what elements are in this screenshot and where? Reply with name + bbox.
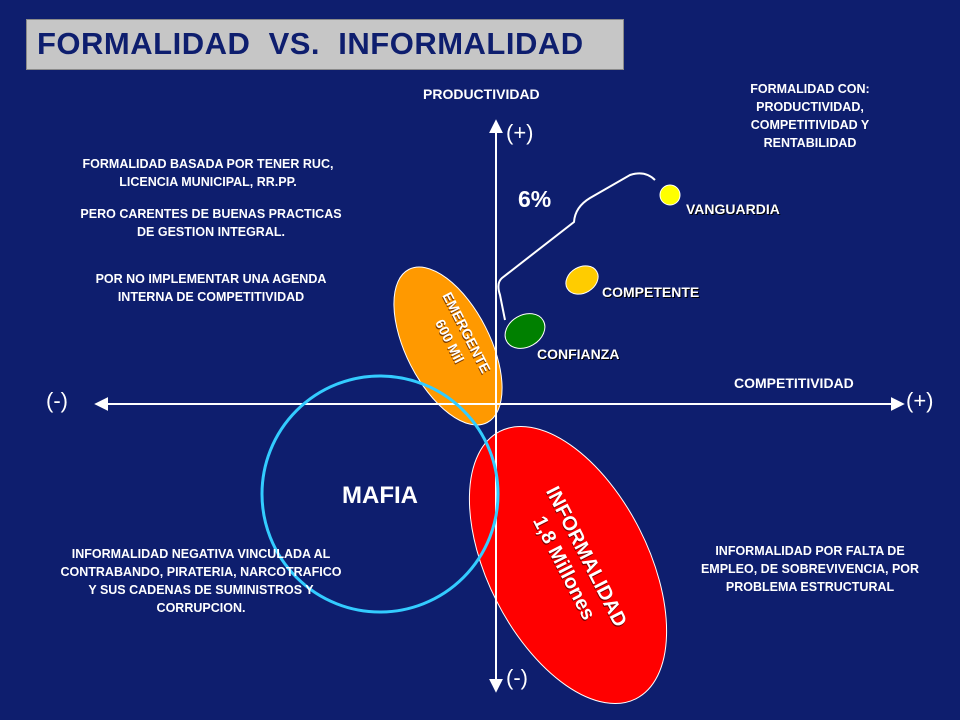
y-minus-sign: (-) [506,665,528,690]
y-axis-label: PRODUCTIVIDAD [423,86,540,102]
competente-dot [565,265,599,295]
note-top-right: FORMALIDAD CON: PRODUCTIVIDAD, COMPETITI… [750,82,870,150]
emergente-ellipse [393,266,503,426]
note-top-left-1: FORMALIDAD BASADA POR TENER RUC, LICENCI… [82,157,334,189]
x-axis-label: COMPETITIVIDAD [734,375,854,391]
mafia-label: MAFIA [342,482,418,509]
page-title: FORMALIDAD VS. INFORMALIDAD [37,26,584,61]
confianza-label: CONFIANZA [537,346,620,362]
title-box: FORMALIDAD VS. INFORMALIDAD [26,19,624,70]
vanguardia-label: VANGUARDIA [686,201,780,217]
note-bottom-right: INFORMALIDAD POR FALTA DE EMPLEO, DE SOB… [700,544,920,594]
x-plus-sign: (+) [906,388,934,413]
percent-label: 6% [518,186,552,212]
x-minus-sign: (-) [46,388,68,413]
confianza-dot [504,313,546,349]
note-top-left-2: PERO CARENTES DE BUENAS PRACTICAS DE GES… [80,207,342,239]
mafia-circle [260,374,500,614]
competente-label: COMPETENTE [602,284,700,300]
note-top-left-3: POR NO IMPLEMENTAR UNA AGENDA INTERNA DE… [95,272,327,304]
y-plus-sign: (+) [506,120,534,145]
vanguardia-dot [659,184,681,206]
note-bottom-left: INFORMALIDAD NEGATIVA VINCULADA AL CONTR… [60,547,342,615]
tier-brace [497,172,656,321]
